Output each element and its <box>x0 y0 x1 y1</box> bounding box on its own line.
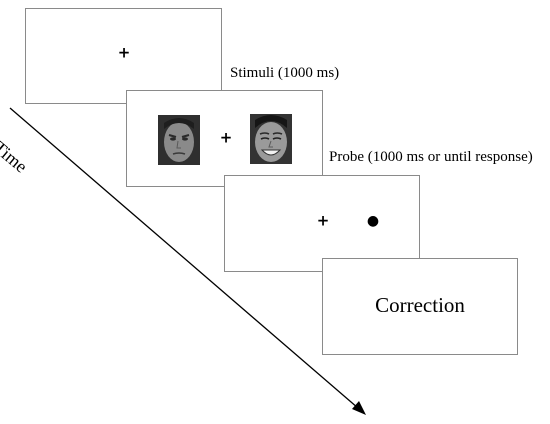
probe-label: Probe (1000 ms or until response) <box>329 149 533 165</box>
time-arrow-head <box>352 401 366 415</box>
fixation-frame: + <box>25 8 222 104</box>
correction-text: Correction <box>375 293 465 317</box>
happy-face-image <box>250 114 292 164</box>
correction-frame: Correction <box>322 258 518 355</box>
stimuli-label: Stimuli (1000 ms) <box>230 65 340 81</box>
probe-fixation-cross: + <box>316 211 330 230</box>
angry-face-image <box>158 115 200 165</box>
stimuli-frame: + <box>126 90 323 187</box>
time-arrow-line <box>9 107 359 409</box>
probe-dot-icon: ● <box>366 213 380 229</box>
fixation-cross: + <box>117 43 131 62</box>
stimuli-fixation-cross: + <box>219 128 233 147</box>
probe-frame: + ● <box>224 175 420 272</box>
